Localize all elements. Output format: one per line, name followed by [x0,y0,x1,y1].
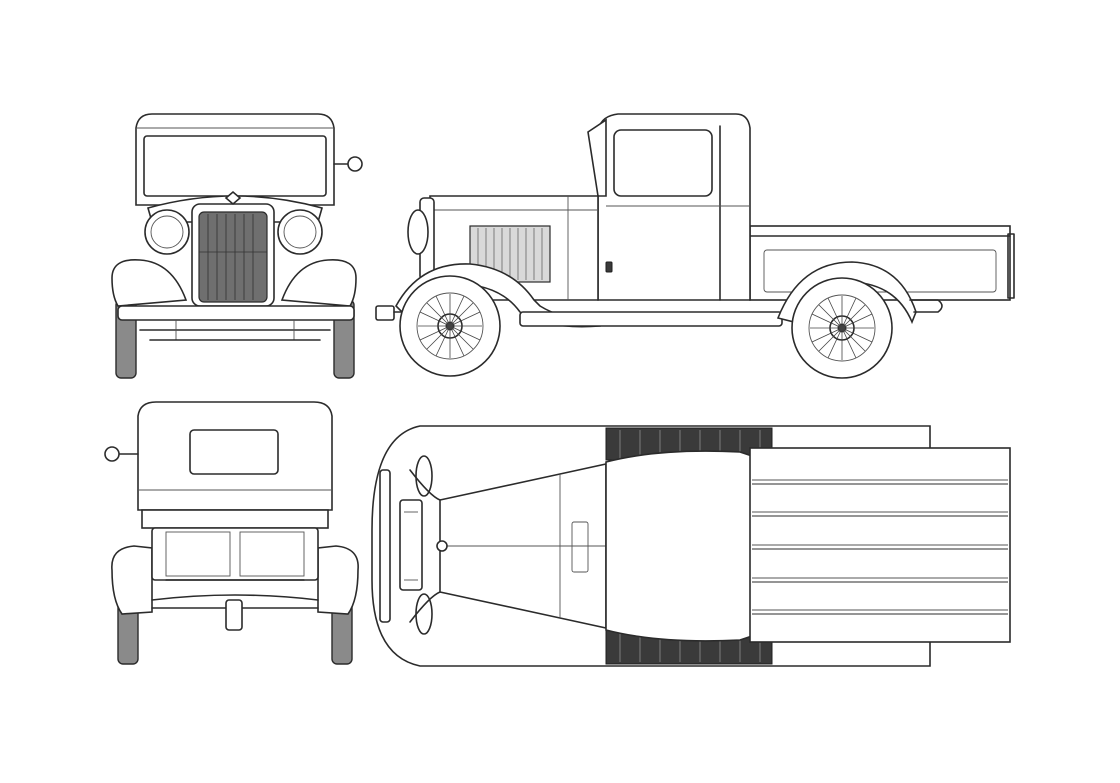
side-view [375,113,1015,379]
front-view-left-headlight [144,209,190,255]
front-view-right-headlight [277,209,323,255]
front-view-left-fender [111,259,188,307]
top-view [371,425,1011,667]
side-view-running-board [519,311,783,327]
rear-view-mirror [104,446,120,462]
top-view-cap [436,540,448,552]
rear-view-window [189,429,279,475]
rear-view-cab [137,401,333,511]
rear-view-left-fender [111,545,153,615]
front-view-bumper [117,305,355,321]
front-view-grille [198,211,268,303]
side-view-headlight [407,209,429,255]
rear-view-tailgate [151,527,319,581]
rear-view-bed [141,509,329,529]
rear-view-hitch [225,599,243,631]
front-view-right-fender [280,259,357,307]
side-view-cab [597,113,751,301]
rear-view [104,401,359,665]
rear-view-right-fender [317,545,359,615]
top-view-left-headlight [415,455,433,497]
top-view-radiator [399,499,423,591]
front-view-mirror [347,156,363,172]
top-view-front-bumper [379,469,391,623]
side-view-window [613,129,713,197]
top-view-cab-roof [605,450,753,642]
front-view [111,113,363,379]
